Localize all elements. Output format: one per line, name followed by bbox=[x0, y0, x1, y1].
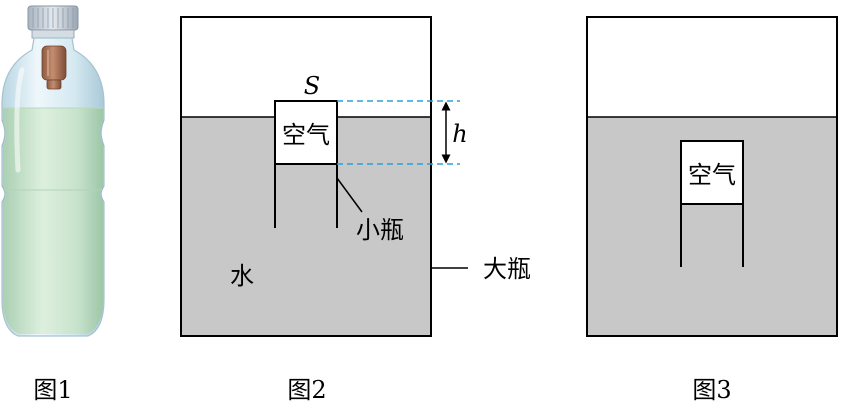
large-bottle-outline bbox=[180, 16, 432, 337]
figure-2-caption: 图2 bbox=[287, 376, 326, 404]
figure-3-caption: 图3 bbox=[692, 376, 731, 404]
air-label-3: 空气 bbox=[688, 161, 736, 189]
air-label: 空气 bbox=[282, 121, 330, 149]
small-bottle-leader bbox=[336, 177, 363, 213]
small-bottle-label: 小瓶 bbox=[356, 216, 404, 244]
height-label: h bbox=[452, 120, 467, 148]
figure-1: 图1 bbox=[1, 5, 105, 404]
air-pocket bbox=[274, 100, 338, 165]
bottle-liquid bbox=[3, 108, 103, 334]
figure-3: 空气 图3 bbox=[586, 16, 838, 404]
air-pocket-3 bbox=[680, 140, 744, 205]
water-label: 水 bbox=[230, 262, 254, 290]
area-label: S bbox=[304, 72, 320, 100]
figure-1-caption: 图1 bbox=[33, 376, 72, 404]
figure-2: S h 空气 水 小瓶 大瓶 图2 bbox=[180, 16, 531, 404]
large-bottle-outline-3 bbox=[586, 16, 838, 337]
large-bottle-label: 大瓶 bbox=[483, 255, 531, 283]
small-vial bbox=[41, 45, 67, 90]
plastic-bottle-illustration bbox=[1, 5, 105, 337]
